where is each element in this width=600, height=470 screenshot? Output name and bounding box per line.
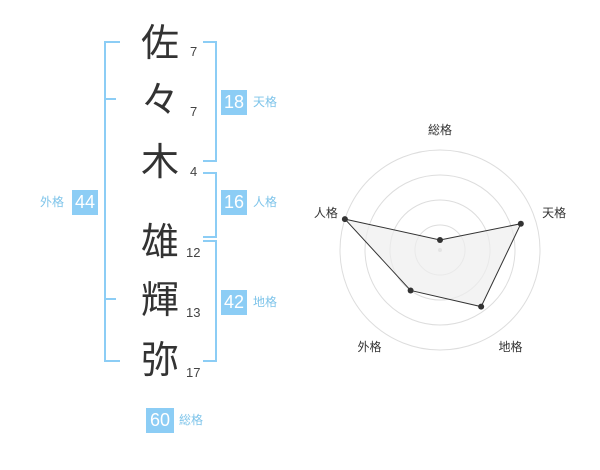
chikaku-label: 地格: [253, 295, 278, 309]
stroke-count-6: 17: [186, 365, 201, 380]
radar-axis-label-1: 総格: [428, 122, 452, 137]
radar-grid-ring-4: [339, 149, 541, 351]
radar-axis-label-3: 地格: [499, 339, 523, 354]
gaikaku-bracket: [104, 41, 120, 362]
name-char-6: 弥: [140, 338, 179, 382]
gaikaku-label: 外格: [40, 195, 65, 209]
tenkaku-label: 天格: [253, 95, 278, 109]
name-char-4: 雄: [140, 220, 179, 264]
radar-area: [343, 218, 522, 308]
stroke-count-5: 13: [186, 305, 201, 320]
name-char-2: 々: [140, 78, 179, 122]
radar-point-2: [517, 220, 524, 227]
radar-point-5: [341, 216, 348, 223]
jinkaku-bracket: [203, 172, 217, 238]
stroke-count-3: 4: [190, 164, 198, 179]
radar-points: [341, 216, 524, 310]
tenkaku-bracket: [203, 41, 217, 162]
radar-point-1: [437, 237, 443, 243]
stroke-count-2: 7: [190, 104, 198, 119]
stroke-count-4: 12: [186, 245, 201, 260]
jinkaku-value: 16: [221, 190, 247, 215]
name-char-1: 佐: [140, 21, 179, 65]
name-char-5: 輝: [140, 278, 179, 322]
gaikaku-bracket-tick-bottom: [106, 298, 116, 300]
chikaku-value: 42: [221, 290, 247, 315]
soukaku-label: 総格: [179, 413, 204, 427]
gaikaku-bracket-tick-top: [106, 98, 116, 100]
chikaku-bracket: [203, 240, 217, 362]
radar-axis-label-4: 外格: [357, 339, 381, 354]
tenkaku-value: 18: [221, 90, 247, 115]
soukaku-value: 60: [146, 408, 174, 433]
jinkaku-label: 人格: [253, 195, 278, 209]
radar-axis-label-5: 人格: [314, 205, 338, 220]
radar-point-3: [478, 303, 485, 310]
gaikaku-value: 44: [72, 190, 98, 215]
radar-grid-ring-3: [364, 174, 516, 326]
name-char-3: 木: [140, 140, 179, 184]
stroke-count-1: 7: [190, 44, 198, 59]
radar-point-4: [407, 287, 414, 294]
radar-axis-label-2: 天格: [542, 205, 566, 220]
